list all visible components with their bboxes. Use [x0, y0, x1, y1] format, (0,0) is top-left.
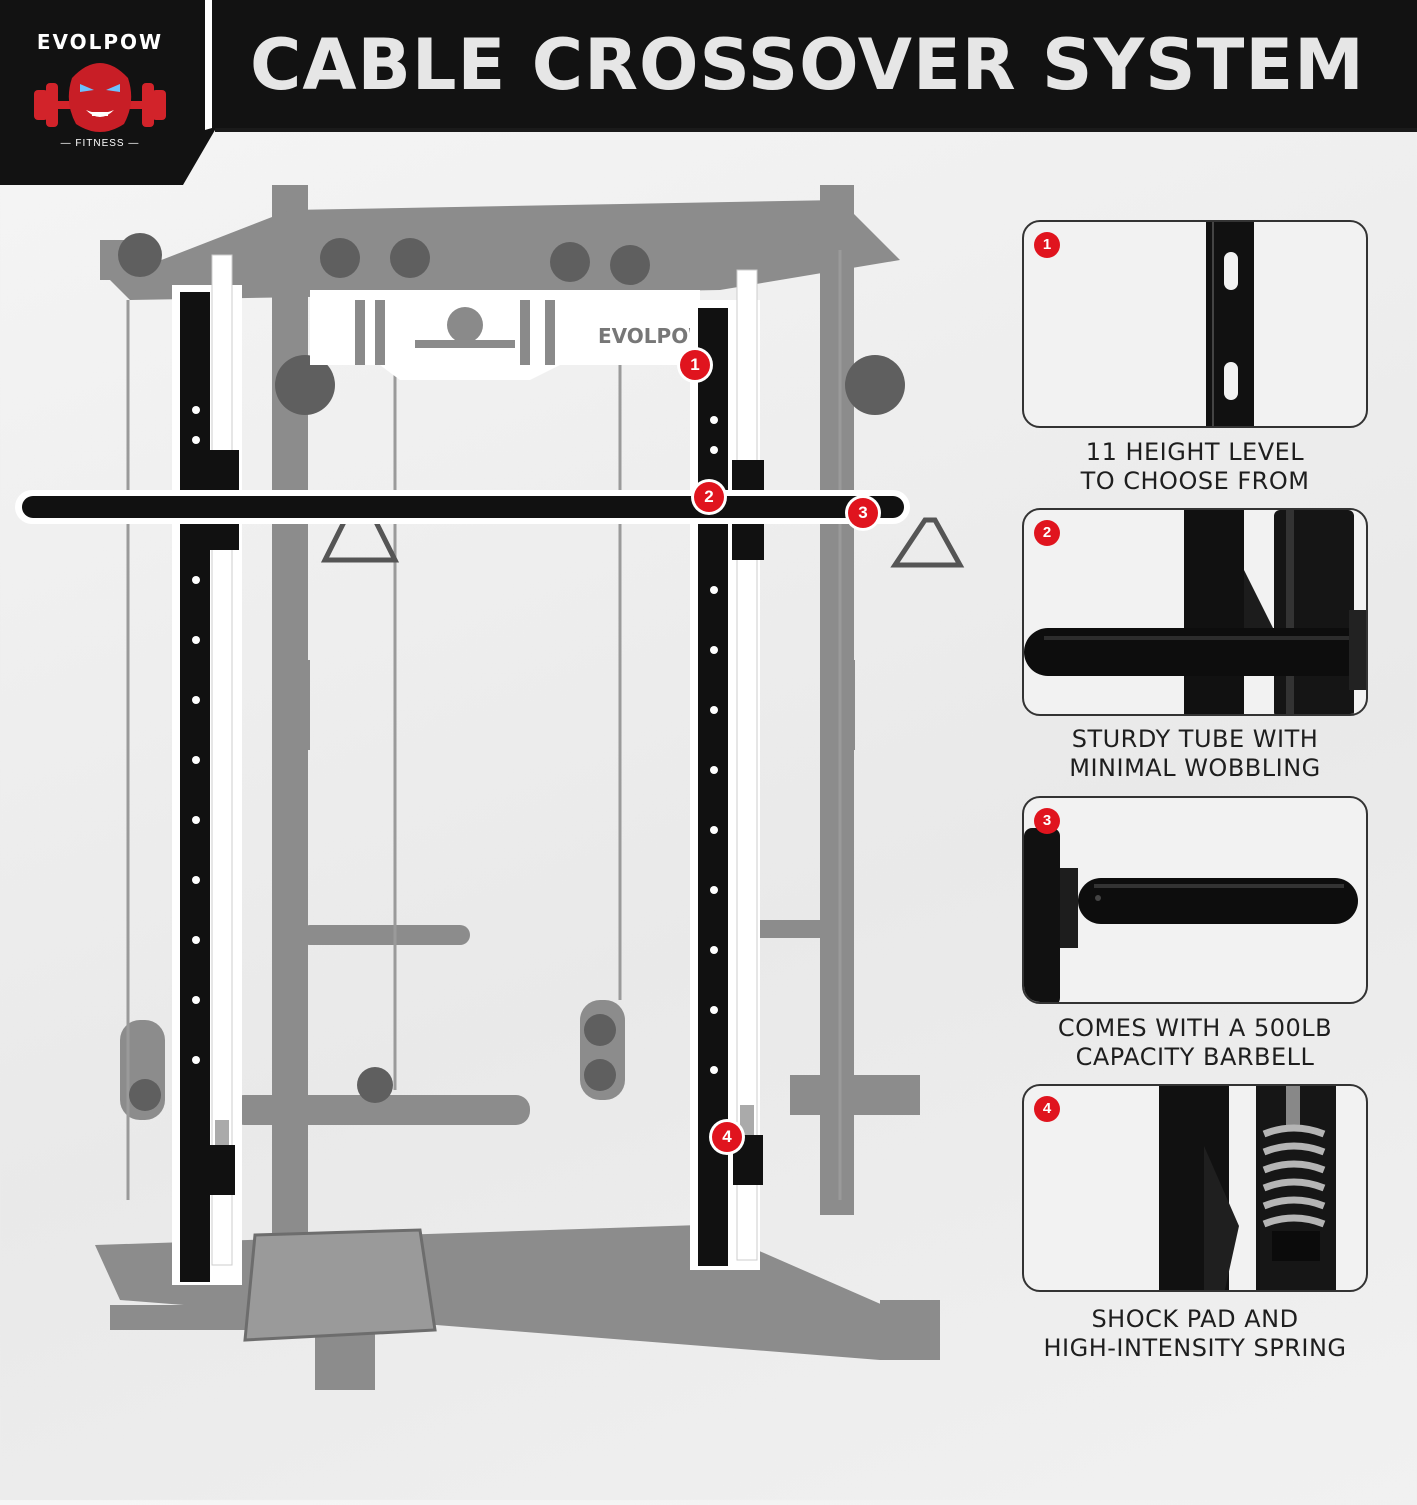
feature-caption-4: SHOCK PAD AND HIGH-INTENSITY SPRING — [1022, 1305, 1368, 1363]
spring-closeup-image — [1159, 1086, 1336, 1290]
header-background — [0, 0, 1417, 185]
caption-line: 11 HEIGHT LEVEL — [1085, 438, 1305, 466]
marker-4: 4 — [712, 1122, 742, 1152]
caption-line: CAPACITY BARBELL — [1075, 1043, 1315, 1071]
caption-line: COMES WITH A 500LB — [1057, 1014, 1333, 1042]
header-bar: EVOLPOW — FITNESS — CABLE CROSSOVER SYST… — [0, 0, 1417, 185]
feature-badge: 4 — [1034, 1096, 1060, 1122]
caption-line: SHOCK PAD AND — [1091, 1305, 1299, 1333]
smith-machine-illustration: EVOLPOW 1 — [0, 180, 990, 1500]
feature-card-barbell: 3 — [1022, 796, 1368, 1004]
feature-card-shock-spring: 4 — [1022, 1084, 1368, 1292]
feature-caption-1: 11 HEIGHT LEVEL TO CHOOSE FROM — [1022, 438, 1368, 496]
marker-3: 3 — [848, 498, 878, 528]
caption-line: HIGH-INTENSITY SPRING — [1043, 1334, 1347, 1362]
logo-wordmark: EVOLPOW — [36, 30, 164, 54]
feature-caption-3: COMES WITH A 500LB CAPACITY BARBELL — [1022, 1014, 1368, 1072]
barbell-sleeve-image — [1024, 828, 1358, 1002]
logo-subtitle: — FITNESS — — [60, 138, 140, 149]
feature-card-height-levels: 1 — [1022, 220, 1368, 428]
feature-caption-2: STURDY TUBE WITH MINIMAL WOBBLING — [1022, 725, 1368, 783]
feature-card-sturdy-tube: 2 — [1022, 508, 1368, 716]
feature-badge: 1 — [1034, 232, 1060, 258]
marker-2: 2 — [694, 482, 724, 512]
marker-1: 1 — [680, 350, 710, 380]
page-title: CABLE CROSSOVER SYSTEM — [250, 24, 1365, 106]
caption-line: TO CHOOSE FROM — [1080, 467, 1310, 495]
caption-line: STURDY TUBE WITH — [1071, 725, 1319, 753]
smith-machine-drawing: EVOLPOW — [15, 185, 965, 1390]
feature-badge: 2 — [1034, 520, 1060, 546]
brand-logo: EVOLPOW — FITNESS — — [20, 20, 180, 165]
rail-closeup-image — [1206, 222, 1254, 426]
feature-badge: 3 — [1034, 808, 1060, 834]
caption-line: MINIMAL WOBBLING — [1069, 754, 1321, 782]
tube-closeup-image — [1024, 510, 1366, 714]
evolpow-gorilla-logo-icon — [34, 63, 166, 132]
